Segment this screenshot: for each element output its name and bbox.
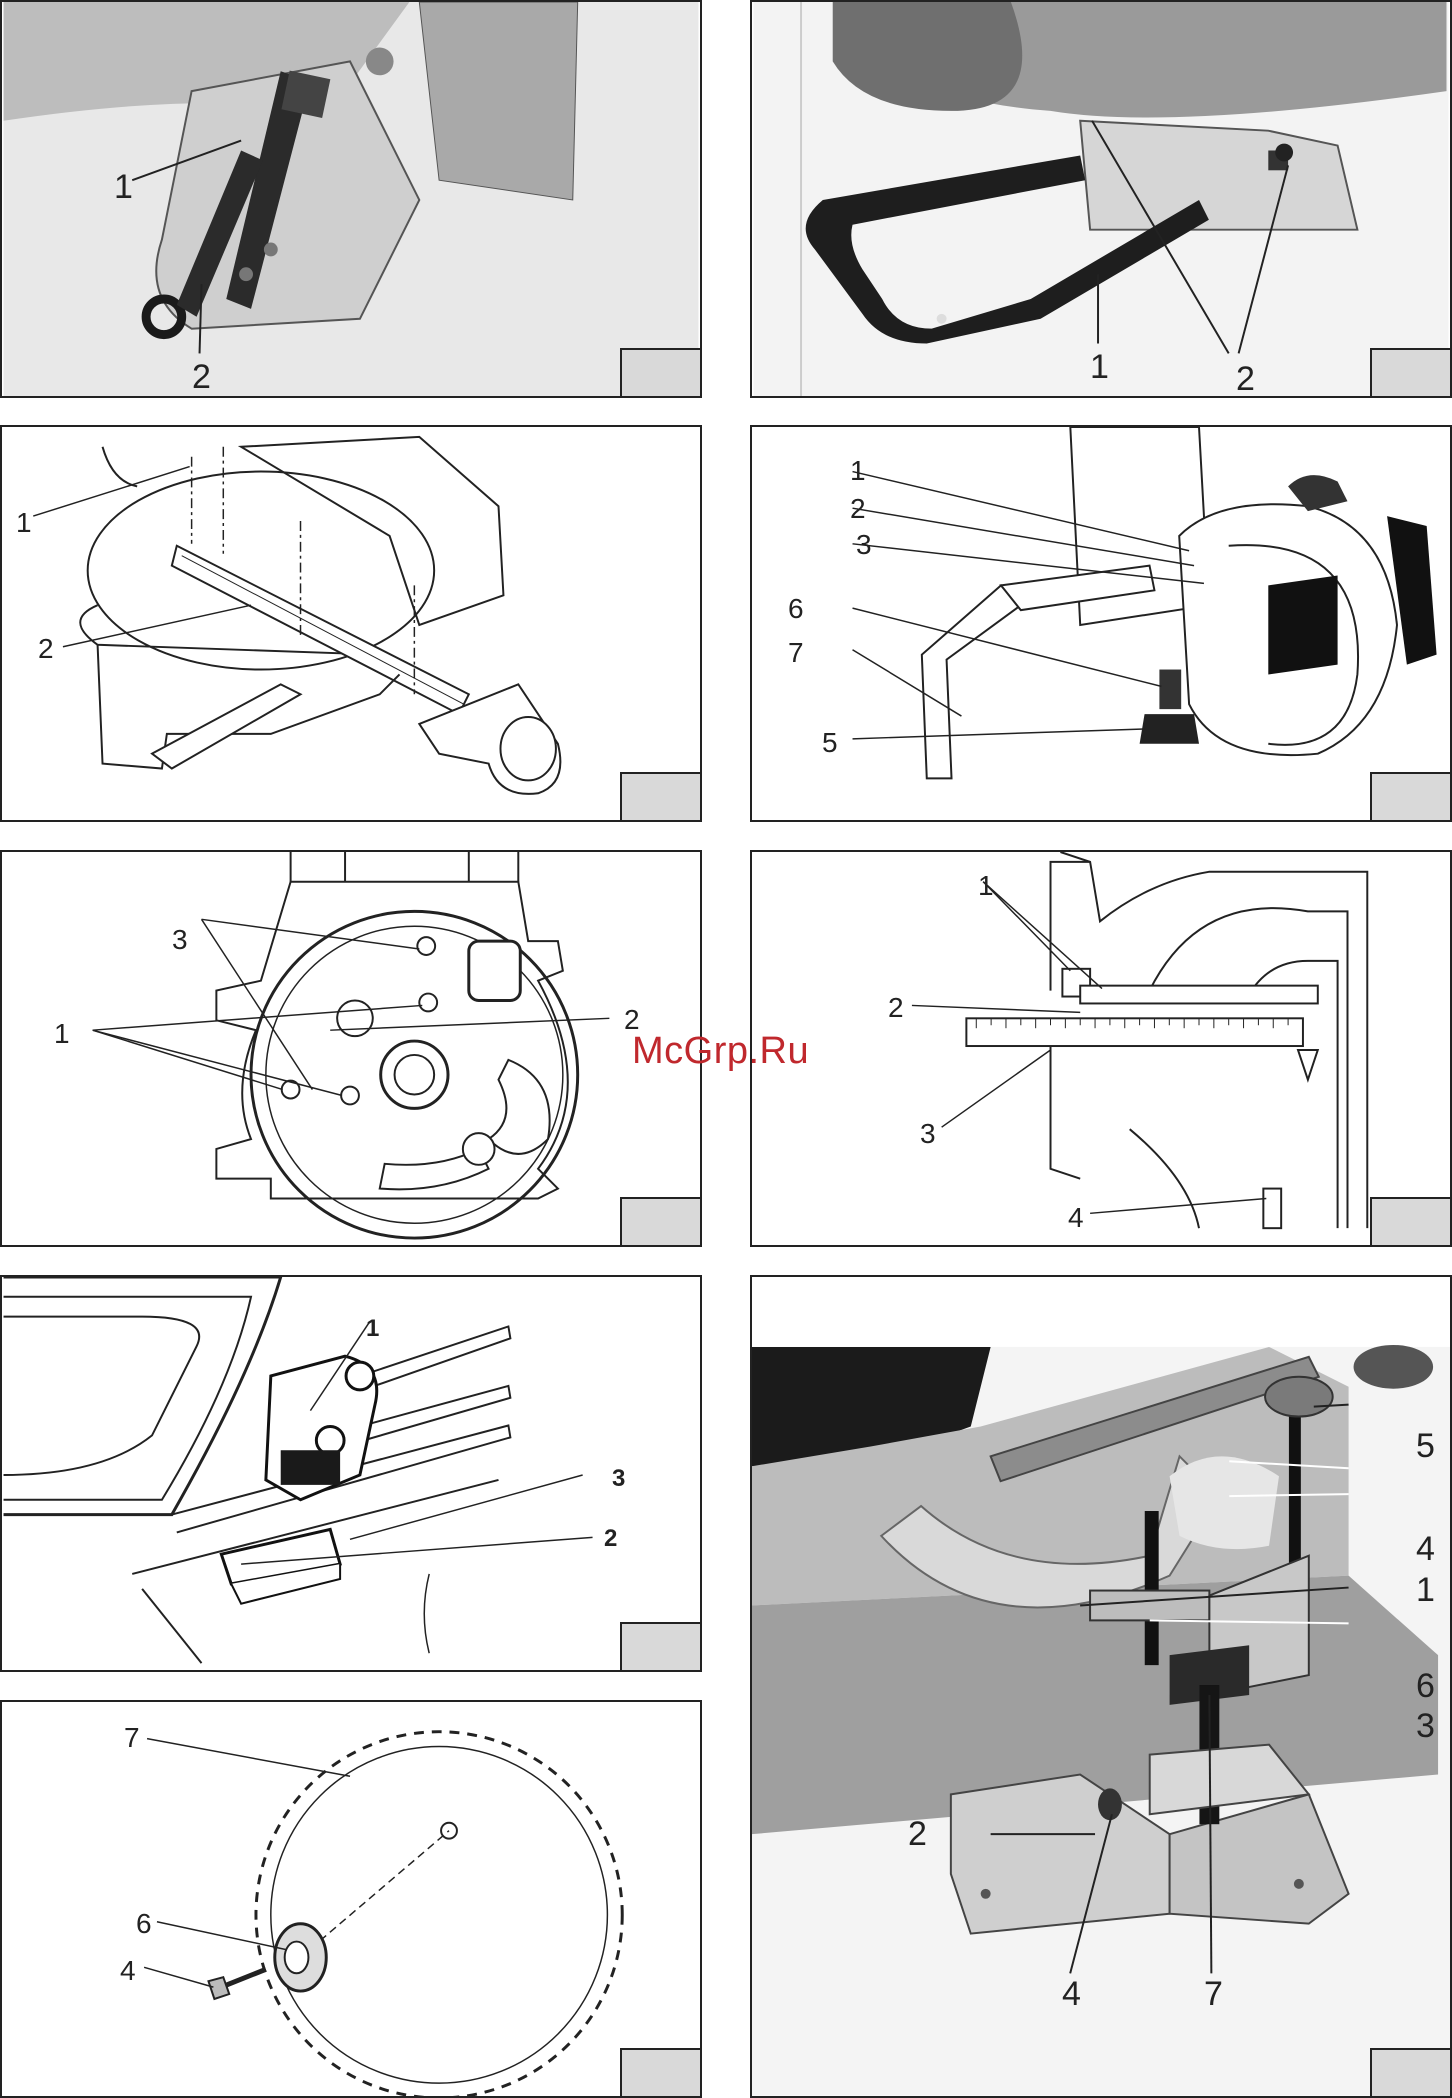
label-1: 1	[850, 457, 866, 485]
figure-number-box	[1370, 1197, 1450, 1245]
label-2: 2	[888, 994, 904, 1022]
label-2: 2	[38, 635, 54, 663]
label-4: 4	[120, 1957, 136, 1985]
label-1: 1	[978, 872, 994, 900]
figure-6-panel: 1 2 3 4	[750, 850, 1452, 1247]
label-3: 3	[920, 1120, 936, 1148]
label-1: 1	[366, 1317, 379, 1341]
label-4: 4	[1062, 1977, 1081, 2011]
label-3: 3	[612, 1467, 625, 1491]
figure-number-box	[620, 772, 700, 820]
figure-7-panel: 1 3 2	[0, 1275, 702, 1672]
figure-number-box	[1370, 2048, 1450, 2096]
figure-2-panel: 1 2	[750, 0, 1452, 398]
label-7: 7	[1204, 1977, 1223, 2011]
label-6: 6	[788, 595, 804, 623]
figure-6-drawing	[752, 852, 1450, 1245]
label-2: 2	[908, 1817, 927, 1851]
label-3: 3	[172, 926, 188, 954]
label-2: 2	[1236, 362, 1255, 396]
label-6: 6	[1416, 1669, 1435, 1703]
figure-number-box	[620, 348, 700, 396]
figure-9-drawing	[2, 1702, 700, 2096]
figure-7-drawing	[2, 1277, 700, 1670]
figure-2-drawing	[752, 2, 1450, 396]
label-4: 4	[1416, 1532, 1435, 1566]
label-2: 2	[604, 1527, 617, 1551]
label-1: 1	[54, 1020, 70, 1048]
figure-8-panel: 5 4 1 6 3 2 4 7	[750, 1275, 1452, 2098]
label-2: 2	[850, 495, 866, 523]
figure-8-drawing	[752, 1277, 1450, 2096]
figure-number-box	[1370, 772, 1450, 820]
label-4: 4	[1068, 1204, 1084, 1232]
label-3: 3	[1416, 1709, 1435, 1743]
figure-number-box	[620, 2048, 700, 2096]
watermark: McGrp.Ru	[632, 1030, 809, 1073]
figure-4-panel: 1 2 3 6 7 5	[750, 425, 1452, 822]
label-5: 5	[1416, 1429, 1435, 1463]
label-5: 5	[822, 729, 838, 757]
label-2: 2	[192, 360, 211, 394]
label-3: 3	[856, 531, 872, 559]
figure-3-drawing	[2, 427, 700, 820]
figure-5-panel: 3 1 2	[0, 850, 702, 1247]
label-1: 1	[1090, 350, 1109, 384]
figure-5-drawing	[2, 852, 700, 1245]
figure-1-drawing	[2, 2, 700, 396]
figure-number-box	[1370, 348, 1450, 396]
figure-number-box	[620, 1622, 700, 1670]
label-1: 1	[16, 509, 32, 537]
label-7: 7	[124, 1724, 140, 1752]
label-1: 1	[1416, 1573, 1435, 1607]
label-1: 1	[114, 170, 133, 204]
figure-9-panel: 7 6 4	[0, 1700, 702, 2098]
label-7: 7	[788, 639, 804, 667]
label-6: 6	[136, 1910, 152, 1938]
figure-1-panel: 1 2	[0, 0, 702, 398]
figure-3-panel: 1 2	[0, 425, 702, 822]
figure-number-box	[620, 1197, 700, 1245]
